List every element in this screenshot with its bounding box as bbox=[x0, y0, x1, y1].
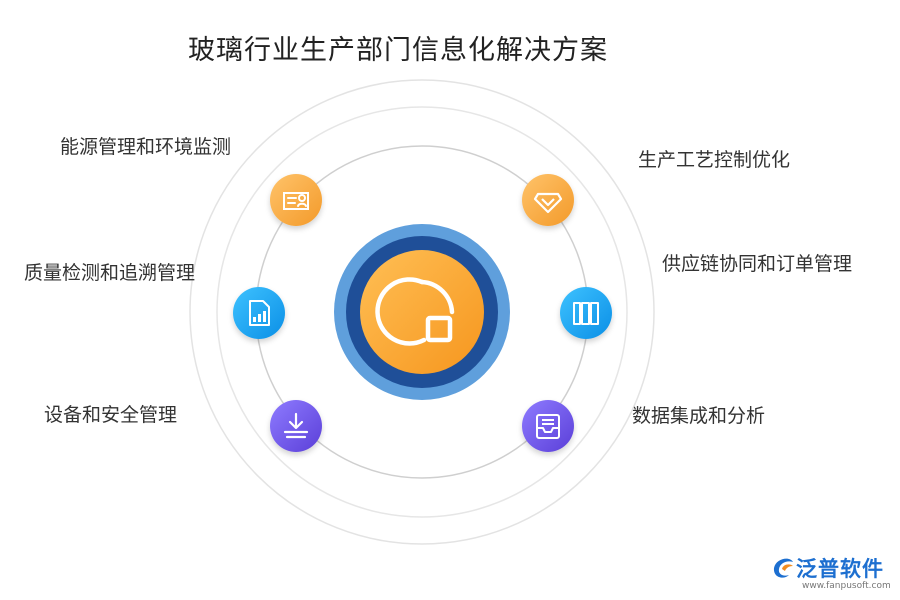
download-tray-icon bbox=[283, 412, 309, 439]
logo-url: www.fanpusoft.com bbox=[802, 581, 891, 591]
label-energy-environment: 能源管理和环境监测 bbox=[60, 136, 232, 158]
books-icon bbox=[573, 302, 599, 325]
diamond-icon bbox=[533, 192, 563, 214]
id-card-icon bbox=[283, 192, 309, 210]
fanpu-logo: 泛普软件 www.fanpusoft.com bbox=[770, 552, 891, 596]
document-chart-icon bbox=[249, 300, 270, 326]
node-energy-environment[interactable] bbox=[270, 174, 322, 226]
hub-core bbox=[360, 250, 484, 374]
pie-chart-icon bbox=[375, 277, 455, 346]
label-quality-traceability: 质量检测和追溯管理 bbox=[24, 262, 196, 284]
node-supply-chain-orders[interactable] bbox=[560, 287, 612, 339]
node-quality-traceability[interactable] bbox=[233, 287, 285, 339]
logo-name: 泛普软件 bbox=[796, 557, 884, 581]
page-title: 玻璃行业生产部门信息化解决方案 bbox=[188, 35, 608, 66]
node-equipment-safety[interactable] bbox=[270, 400, 322, 452]
label-data-integration: 数据集成和分析 bbox=[632, 405, 766, 427]
node-process-control[interactable] bbox=[522, 174, 574, 226]
fanpu-logo-mark-icon bbox=[773, 558, 793, 578]
archive-box-icon bbox=[536, 414, 560, 439]
node-data-integration[interactable] bbox=[522, 400, 574, 452]
label-process-control: 生产工艺控制优化 bbox=[638, 149, 791, 171]
label-supply-chain-orders: 供应链协同和订单管理 bbox=[662, 253, 853, 275]
label-equipment-safety: 设备和安全管理 bbox=[44, 404, 178, 426]
